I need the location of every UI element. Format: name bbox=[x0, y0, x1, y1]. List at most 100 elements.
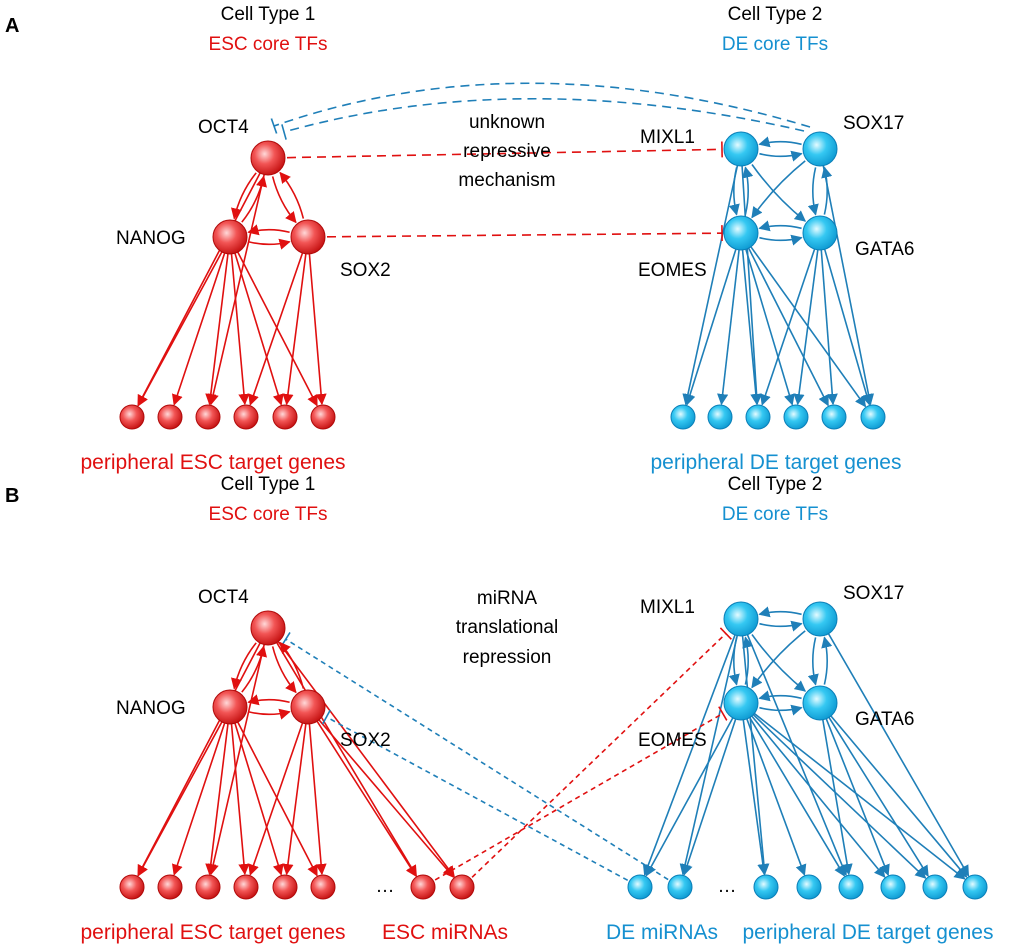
gata6-to-de-target-6-arrow bbox=[830, 715, 968, 878]
eomes-to-mixl1-arrow bbox=[742, 636, 754, 685]
oct4-to-sox2-arrow bbox=[271, 176, 297, 224]
target-genes bbox=[137, 165, 875, 408]
sox2-to-nanog-arrow bbox=[247, 694, 290, 706]
ellipsis-left: … bbox=[376, 876, 395, 897]
eomes-to-de-mirna-1-arrow bbox=[645, 717, 734, 877]
core-interactions bbox=[231, 606, 833, 720]
eomes-node bbox=[723, 685, 759, 721]
de-mirna-node bbox=[667, 874, 693, 900]
mixl1-to-de-target-1-arrow bbox=[682, 165, 739, 406]
esc-target-gene-node bbox=[272, 874, 298, 900]
gata6-to-sox17-arrow bbox=[821, 636, 833, 685]
mixl1-label: MIXL1 bbox=[640, 127, 695, 148]
esc-target-gene-node bbox=[119, 404, 145, 430]
eomes-node bbox=[723, 215, 759, 251]
right-cell-type-title: Cell Type 2 bbox=[728, 474, 823, 495]
sox2-to-esc-mirna-1-arrow bbox=[316, 720, 417, 877]
sox17-represses-oct4-outer bbox=[270, 82, 811, 134]
sox17-to-mixl1-arrow bbox=[758, 136, 802, 148]
nodes bbox=[119, 131, 886, 430]
gata6-to-de-target-5-arrow bbox=[828, 716, 929, 877]
target-genes bbox=[137, 633, 970, 880]
mechanism-text-line: repressive bbox=[463, 141, 551, 162]
right-core-tfs-subtitle: DE core TFs bbox=[722, 504, 828, 525]
sox2-label: SOX2 bbox=[340, 730, 391, 751]
de-target-gene-node bbox=[745, 404, 771, 430]
gata6-to-de-target-3-arrow bbox=[822, 719, 853, 876]
de-target-gene-node bbox=[796, 874, 822, 900]
mixl1-to-sox17-arrow bbox=[759, 150, 803, 162]
oct4-label: OCT4 bbox=[198, 587, 249, 608]
esc-target-gene-node bbox=[310, 874, 336, 900]
esc-target-gene-node bbox=[272, 404, 298, 430]
sox17-to-mixl1-arrow bbox=[758, 606, 802, 618]
sox2-to-esc-target-4-arrow bbox=[248, 722, 304, 876]
gata6-to-eomes-arrow bbox=[758, 220, 802, 232]
de-mirna-node bbox=[627, 874, 653, 900]
sox2-to-esc-mirna-2-arrow bbox=[318, 719, 455, 878]
nanog-to-esc-target-6-arrow bbox=[237, 251, 318, 407]
gata6-node bbox=[802, 685, 838, 721]
repression-edges bbox=[270, 82, 811, 242]
left-cell-type-title: Cell Type 1 bbox=[221, 474, 316, 495]
oct4-to-esc-mirna-1-arrow bbox=[276, 642, 418, 877]
sox17-to-eomes-arrow bbox=[751, 630, 806, 689]
nanog-to-esc-target-2-arrow bbox=[171, 722, 226, 876]
gata6-to-de-target-5-arrow bbox=[820, 249, 838, 406]
gata6-to-de-target-3-arrow bbox=[760, 248, 816, 406]
eomes-label: EOMES bbox=[638, 730, 707, 751]
eomes-to-de-target-5-arrow bbox=[752, 714, 927, 879]
sox2-to-esc-target-5-arrow bbox=[282, 253, 307, 406]
sox2-to-esc-target-6-arrow bbox=[308, 253, 327, 406]
esc-target-gene-node bbox=[195, 404, 221, 430]
sox17-label: SOX17 bbox=[843, 113, 904, 134]
gata6-to-de-target-4-arrow bbox=[825, 718, 890, 876]
de-target-gene-node bbox=[880, 874, 906, 900]
de-target-gene-node bbox=[922, 874, 948, 900]
sox2-represses-eomes bbox=[326, 225, 723, 242]
core-interactions bbox=[231, 136, 833, 250]
nanog-to-esc-target-4-arrow bbox=[230, 253, 250, 406]
de-target-gene-node bbox=[838, 874, 864, 900]
mixl1-to-de-target-1-arrow bbox=[741, 635, 770, 876]
oct4-to-esc-target-3-arrow bbox=[207, 644, 265, 876]
eomes-to-gata6-arrow bbox=[759, 704, 803, 716]
de-mirnas-label: DE miRNAs bbox=[606, 921, 718, 944]
ellipsis-right: … bbox=[718, 876, 737, 897]
eomes-to-gata6-arrow bbox=[759, 234, 803, 246]
oct4-to-esc-target-3-arrow bbox=[207, 174, 265, 406]
nanog-to-esc-target-3-arrow bbox=[205, 723, 229, 876]
eomes-to-de-target-1-arrow bbox=[684, 248, 737, 406]
nanog-to-esc-target-5-arrow bbox=[234, 253, 284, 406]
mixl1-to-gata6-arrow bbox=[751, 634, 807, 692]
sox17-to-gata6-arrow bbox=[807, 637, 819, 686]
nanog-to-esc-target-5-arrow bbox=[234, 723, 284, 876]
mixl1-to-de-mirna-1-arrow bbox=[642, 634, 736, 876]
esc-mirna-represses-mixl1 bbox=[471, 627, 732, 878]
esc-target-genes-label: peripheral ESC target genes bbox=[81, 451, 346, 474]
mixl1-label: MIXL1 bbox=[640, 597, 695, 618]
sox2-to-esc-target-4-arrow bbox=[248, 252, 304, 406]
oct4-to-esc-mirna-2-arrow bbox=[277, 641, 455, 878]
mechanism-text-line: repression bbox=[463, 647, 552, 668]
nanog-to-esc-target-6-arrow bbox=[237, 721, 318, 877]
esc-target-genes-label: peripheral ESC target genes bbox=[81, 921, 346, 944]
mechanism-text-line: translational bbox=[456, 617, 558, 638]
gata6-to-sox17-arrow bbox=[821, 166, 833, 215]
oct4-to-nanog-arrow bbox=[231, 172, 257, 220]
nanog-to-esc-target-1-arrow bbox=[137, 251, 223, 407]
de-target-genes-label: peripheral DE target genes bbox=[743, 921, 994, 944]
eomes-to-de-target-2-arrow bbox=[717, 249, 740, 406]
nanog-to-sox2-arrow bbox=[248, 708, 291, 720]
gata6-to-eomes-arrow bbox=[758, 690, 802, 702]
right-cell-type-title: Cell Type 2 bbox=[728, 4, 823, 25]
oct4-label: OCT4 bbox=[198, 117, 249, 138]
de-target-gene-node bbox=[670, 404, 696, 430]
nanog-to-sox2-arrow bbox=[248, 238, 291, 250]
de-target-gene-node bbox=[707, 404, 733, 430]
de-mirna-represses-sox2 bbox=[321, 709, 629, 882]
esc-target-gene-node bbox=[233, 404, 259, 430]
sox2-to-esc-target-6-arrow bbox=[308, 723, 327, 876]
sox17-node bbox=[802, 601, 838, 637]
